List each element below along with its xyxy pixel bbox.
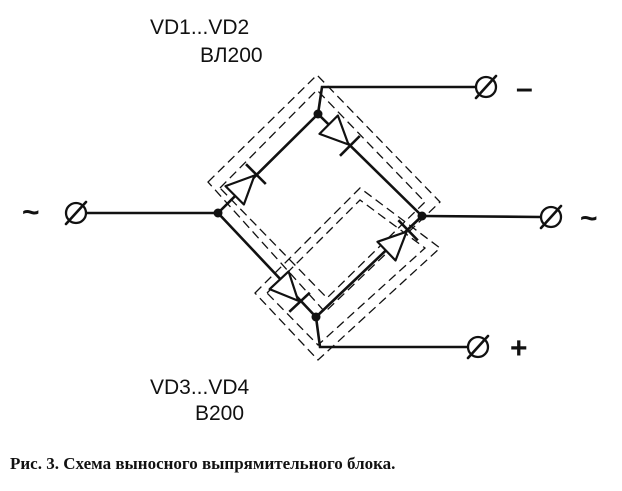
terminal-right-label: ~ — [580, 202, 598, 235]
diode-vd4 — [376, 219, 419, 262]
figure-caption: Рис. 3. Схема выносного выпрямительного … — [10, 454, 395, 473]
terminal-right-symbol — [539, 204, 563, 230]
junction-right — [417, 211, 427, 221]
diode-vd1 — [224, 163, 267, 206]
label-bottom-part: VD3...VD4 — [150, 376, 250, 399]
diode-vd2 — [318, 114, 361, 157]
terminal-left-symbol — [64, 200, 88, 226]
dashed-module-vd1-vd2 — [207, 74, 441, 313]
label-bottom-type: В200 — [195, 402, 244, 425]
junction-left — [213, 208, 223, 218]
terminal-top-right-label: – — [516, 72, 533, 105]
dashed-module-vd3-vd4 — [254, 187, 442, 361]
diode-vd3 — [268, 270, 311, 313]
terminal-top-right-symbol — [474, 74, 498, 100]
junction-top — [313, 109, 323, 119]
terminal-bottom-right-label: + — [510, 332, 528, 365]
terminal-left-label: ~ — [22, 196, 40, 229]
label-top-part: VD1...VD2 — [150, 16, 249, 39]
terminal-bottom-right-symbol — [466, 334, 490, 360]
junction-bottom — [311, 312, 321, 322]
label-top-type: ВЛ200 — [200, 44, 263, 67]
bridge-wiring — [84, 85, 543, 349]
